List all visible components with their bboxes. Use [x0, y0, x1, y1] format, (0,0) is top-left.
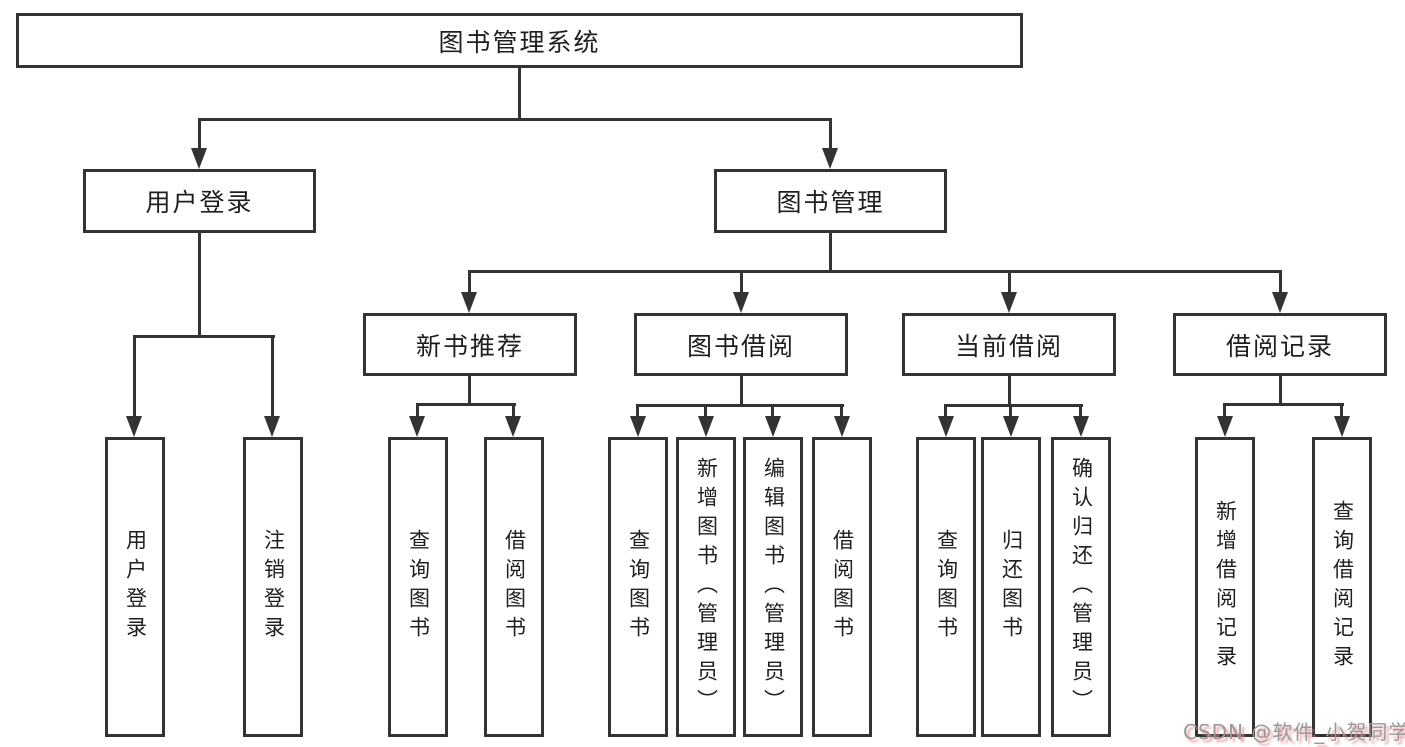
connector-records-bus — [1223, 403, 1344, 406]
arrowhead — [822, 148, 838, 169]
leaf-label: 确认归还（管理员） — [1069, 456, 1094, 718]
connector-shaft — [704, 406, 707, 417]
arrowhead — [409, 416, 425, 437]
leaf-label: 用户登录 — [123, 529, 148, 645]
connector-shaft — [944, 406, 947, 417]
node-current-borrow: 当前借阅 — [902, 313, 1116, 376]
connector-records-stub — [1279, 376, 1282, 406]
connector-shaft — [1223, 405, 1226, 417]
leaf-label: 查询图书 — [934, 529, 959, 645]
connector-bookborrow-bus — [636, 404, 844, 407]
leaf-newbook-borrow-books: 借阅图书 — [484, 437, 544, 737]
connector-shaft — [468, 272, 471, 293]
connector-shaft — [271, 337, 274, 417]
connector-shaft — [1340, 405, 1343, 417]
arrowhead — [1003, 416, 1019, 437]
node-label: 图书管理 — [776, 188, 885, 217]
node-user-login: 用户登录 — [83, 169, 316, 233]
leaf-current-confirm-return-admin: 确认归还（管理员） — [1051, 437, 1111, 737]
connector-userlogin-stub — [198, 233, 201, 337]
connector-newbook-bus — [416, 403, 516, 406]
node-label: 新书推荐 — [415, 331, 524, 361]
leaf-user-login: 用户登录 — [105, 437, 165, 737]
arrowhead — [1001, 292, 1017, 313]
arrowhead — [938, 416, 954, 437]
leaf-current-query-books: 查询图书 — [916, 437, 976, 737]
leaf-label: 归还图书 — [999, 529, 1024, 645]
arrowhead — [264, 416, 280, 437]
arrowhead — [461, 292, 477, 313]
csdn-watermark: CSDN @软件_小贺同学 — [1183, 720, 1405, 744]
node-label: 当前借阅 — [954, 331, 1063, 361]
arrowhead — [1073, 416, 1089, 437]
arrowhead — [191, 148, 207, 169]
connector-shaft — [198, 120, 201, 149]
connector-shaft — [512, 405, 515, 417]
node-book-management: 图书管理 — [714, 169, 947, 233]
node-new-book-recommend: 新书推荐 — [363, 313, 577, 376]
node-label: 用户登录 — [145, 188, 254, 217]
connector-shaft — [636, 406, 639, 417]
leaf-label: 借阅图书 — [502, 529, 527, 645]
connector-shaft — [840, 406, 843, 417]
arrowhead — [1334, 416, 1350, 437]
connector-shaft — [1279, 272, 1282, 293]
node-book-borrow: 图书借阅 — [634, 313, 848, 376]
connector-newbook-stub — [468, 376, 471, 406]
leaf-label: 注销登录 — [261, 529, 286, 645]
connector-root-stub — [518, 68, 521, 120]
arrowhead — [630, 416, 646, 437]
connector-bookborrow-stub — [740, 376, 743, 407]
arrowhead — [698, 416, 714, 437]
connector-shaft — [740, 272, 743, 293]
leaf-records-query-record: 查询借阅记录 — [1312, 437, 1372, 737]
leaf-borrow-query-books: 查询图书 — [608, 437, 668, 737]
leaf-label: 借阅图书 — [830, 529, 855, 645]
leaf-records-add-record: 新增借阅记录 — [1195, 437, 1255, 737]
connector-currentborrow-bus — [944, 404, 1083, 407]
connector-level3-bus — [468, 270, 1282, 273]
connector-shaft — [1009, 406, 1012, 417]
connector-shaft — [416, 405, 419, 417]
arrowhead — [1217, 416, 1233, 437]
connector-shaft — [771, 406, 774, 417]
leaf-label: 查询借阅记录 — [1330, 500, 1355, 674]
leaf-current-return-books: 归还图书 — [981, 437, 1041, 737]
leaf-label: 新增借阅记录 — [1213, 500, 1238, 674]
arrowhead — [834, 416, 850, 437]
leaf-label: 编辑图书（管理员） — [761, 456, 786, 718]
connector-level2-bus — [198, 118, 832, 121]
arrowhead — [1272, 292, 1288, 313]
leaf-label: 查询图书 — [626, 529, 651, 645]
node-label: 借阅记录 — [1225, 331, 1334, 361]
arrowhead — [505, 416, 521, 437]
arrowhead — [126, 416, 142, 437]
leaf-label: 查询图书 — [406, 529, 431, 645]
connector-shaft — [133, 337, 136, 417]
node-root-system: 图书管理系统 — [16, 13, 1023, 68]
arrowhead — [765, 416, 781, 437]
node-label: 图书借阅 — [686, 331, 795, 361]
node-borrow-records: 借阅记录 — [1173, 313, 1387, 376]
connector-shaft — [1008, 272, 1011, 293]
node-label: 图书管理系统 — [438, 27, 601, 57]
leaf-label: 新增图书（管理员） — [694, 456, 719, 718]
leaf-borrow-borrow-books: 借阅图书 — [812, 437, 872, 737]
connector-userlogin-bus — [133, 335, 275, 338]
connector-shaft — [829, 120, 832, 149]
leaf-newbook-query-books: 查询图书 — [388, 437, 448, 737]
connector-currentborrow-stub — [1008, 376, 1011, 407]
connector-bookmgmt-stub — [829, 233, 832, 273]
leaf-logout: 注销登录 — [243, 437, 303, 737]
leaf-borrow-add-books-admin: 新增图书（管理员） — [676, 437, 736, 737]
connector-shaft — [1079, 406, 1082, 417]
arrowhead — [733, 292, 749, 313]
leaf-borrow-edit-books-admin: 编辑图书（管理员） — [743, 437, 803, 737]
